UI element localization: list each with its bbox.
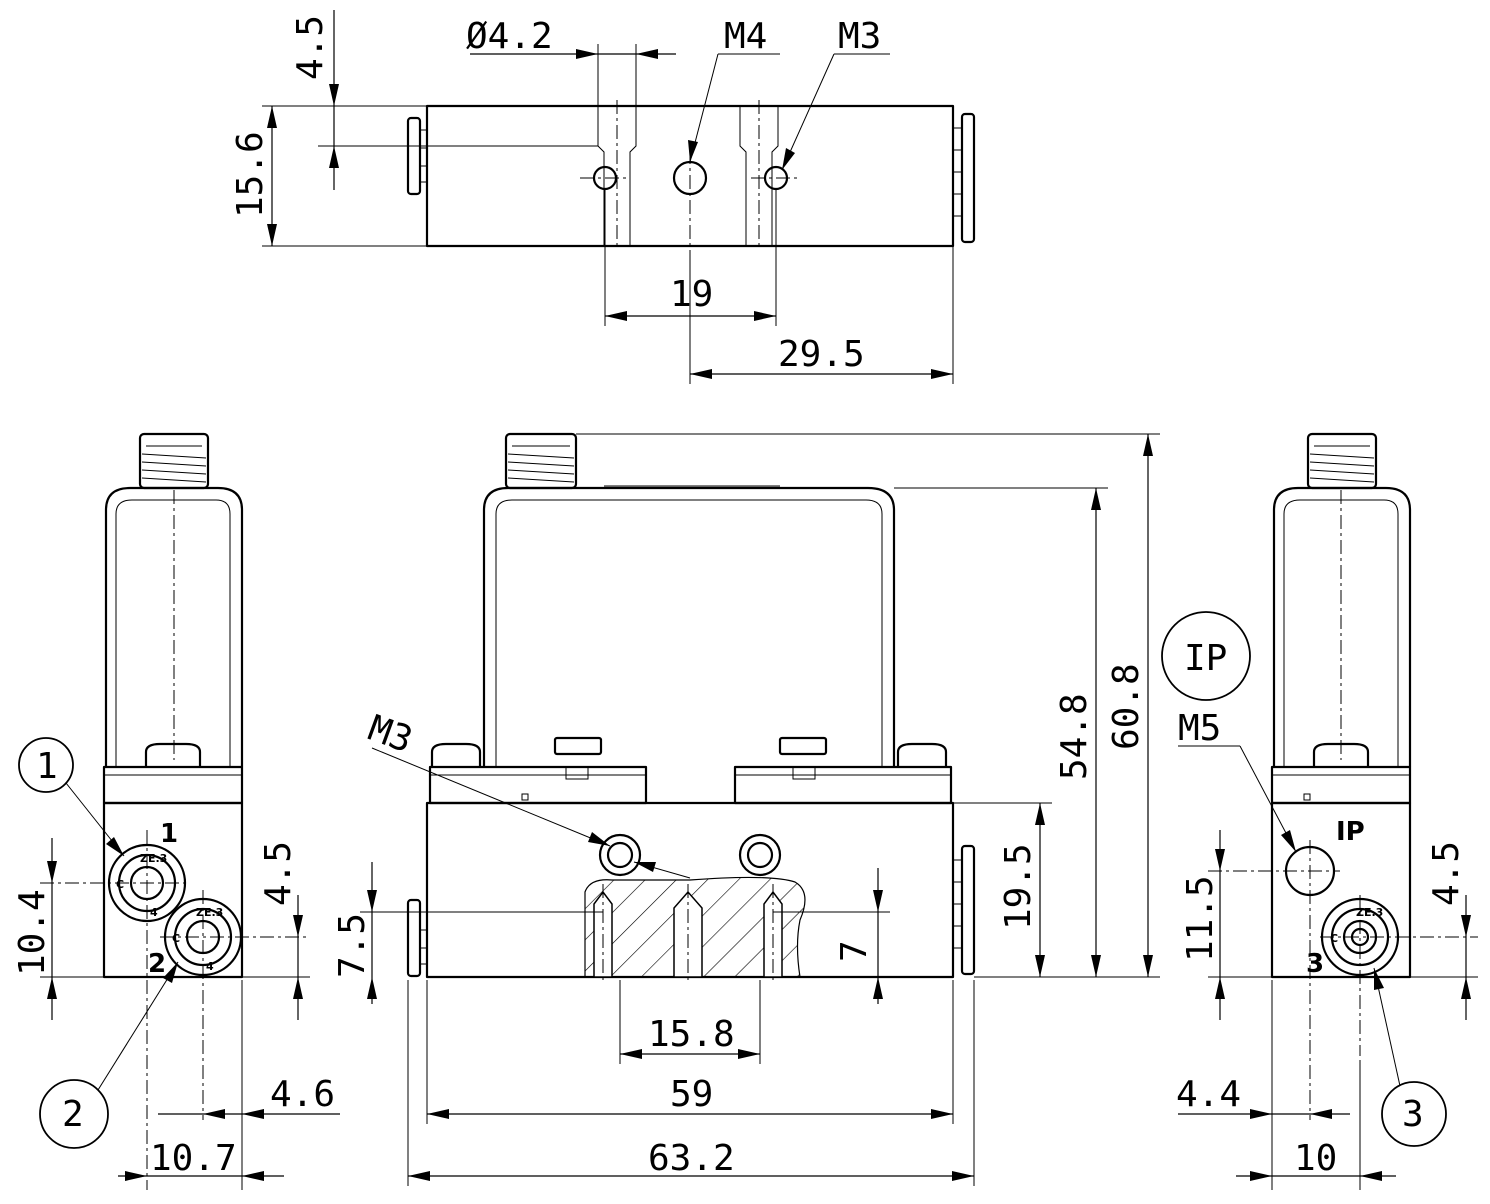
label-m3-top: M3 — [838, 16, 881, 57]
front-view-tab-left — [553, 736, 603, 756]
dim-11-5: 11.5 — [1180, 875, 1221, 962]
dim-15-8: 15.8 — [648, 1014, 735, 1055]
ip-marking: IP — [1336, 817, 1365, 847]
dim-bore-dia: Ø4.2 — [466, 16, 553, 57]
dim-63-2: 63.2 — [648, 1138, 735, 1179]
dim-4-4: 4.4 — [1176, 1074, 1241, 1115]
top-view-right-connector — [960, 112, 976, 244]
front-view: M3 7.5 7 19.5 54.8 60.8 — [332, 432, 1160, 1186]
dim-7-5: 7.5 — [332, 913, 373, 978]
svg-text:ZE.3: ZE.3 — [1356, 906, 1383, 919]
dim-7: 7 — [834, 940, 875, 962]
dim-10-7: 10.7 — [150, 1138, 237, 1179]
dim-19: 19 — [670, 274, 713, 315]
svg-text:4: 4 — [206, 960, 214, 973]
dim-19-5: 19.5 — [998, 843, 1039, 930]
front-view-connector — [504, 432, 578, 490]
left-view-connector — [138, 432, 210, 490]
right-view-connector — [1306, 432, 1378, 490]
callout-1-label: 1 — [36, 746, 58, 787]
top-view-left-connector — [406, 116, 422, 196]
dim-4-5-top: 4.5 — [290, 15, 331, 80]
label-m5: M5 — [1178, 708, 1221, 749]
dim-4-5-left: 4.5 — [258, 841, 299, 906]
svg-text:ZE.3: ZE.3 — [196, 906, 223, 919]
svg-text:C: C — [172, 932, 180, 945]
port-label-2: 2 — [148, 949, 166, 979]
left-view: ZE.3 C 4 ZE.3 C 4 1 2 1 2 10.4 — [12, 432, 340, 1190]
dim-59: 59 — [670, 1074, 713, 1115]
label-m4-top: M4 — [724, 16, 767, 57]
dim-15-6: 15.6 — [230, 131, 271, 218]
callout-ip-label: IP — [1184, 638, 1227, 679]
callout-2 — [39, 1079, 109, 1149]
right-view-coil — [1272, 486, 1412, 767]
front-view-tab-right — [778, 736, 828, 756]
callout-3-label: 3 — [1402, 1094, 1424, 1135]
front-view-plate-right — [733, 765, 953, 805]
callout-2-label: 2 — [62, 1094, 84, 1135]
svg-text:C: C — [116, 878, 124, 891]
svg-text:C: C — [1330, 932, 1338, 945]
dim-10-4: 10.4 — [12, 889, 53, 976]
front-view-m3-hole-left — [598, 833, 642, 877]
callout-3 — [1381, 1081, 1447, 1147]
front-view-m3-hole-right — [738, 833, 782, 877]
callout-ip — [1161, 611, 1251, 701]
right-view: IP ZE.3 C 3 IP M5 3 11.5 — [1161, 432, 1478, 1190]
svg-text:4: 4 — [150, 906, 158, 919]
callout-1 — [18, 737, 74, 793]
port-label-1: 1 — [160, 819, 178, 849]
dim-4-6: 4.6 — [270, 1074, 335, 1115]
dim-54-8: 54.8 — [1054, 693, 1095, 780]
dim-60-8: 60.8 — [1106, 663, 1147, 750]
dim-4-5-right: 4.5 — [1426, 841, 1467, 906]
dim-29-5: 29.5 — [778, 334, 865, 375]
front-view-plate-left — [428, 765, 648, 805]
top-view: 4.5 15.6 Ø4.2 M4 M3 19 29. — [230, 10, 976, 384]
svg-text:ZE.3: ZE.3 — [140, 852, 167, 865]
port-label-3: 3 — [1306, 949, 1324, 979]
front-view-coil — [482, 486, 896, 767]
label-m3-front: M3 — [363, 708, 418, 761]
dim-10: 10 — [1294, 1138, 1337, 1179]
